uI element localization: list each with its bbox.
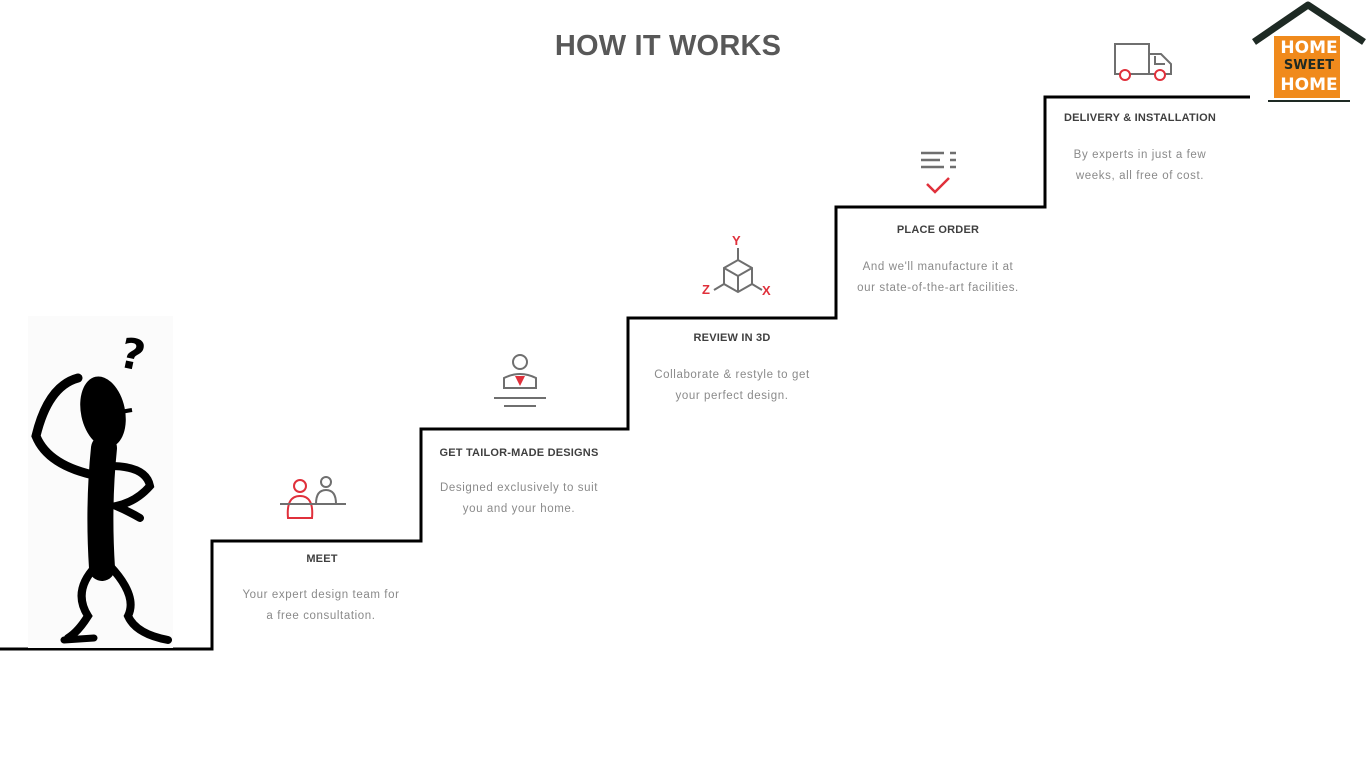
people-icon bbox=[280, 476, 346, 519]
axis-z-label: Z bbox=[702, 282, 710, 297]
step-title-order: PLACE ORDER bbox=[896, 224, 980, 236]
step-title-meet: MEET bbox=[306, 553, 338, 565]
logo-text-home: HOME bbox=[1280, 38, 1338, 58]
page-title: HOW IT WORKS bbox=[554, 30, 782, 62]
step-desc-review: Collaborate & restyle to get your perfec… bbox=[622, 365, 842, 407]
step-desc-line: our state-of-the-art facilities. bbox=[857, 282, 1019, 294]
axis-x-label: X bbox=[762, 283, 771, 298]
step-desc-line: you and your home. bbox=[462, 503, 576, 515]
step-desc-designs: Designed exclusively to suit you and you… bbox=[409, 478, 629, 520]
step-desc-line: Your expert design team for bbox=[242, 589, 400, 601]
step-desc-line: a free consultation. bbox=[266, 610, 376, 622]
step-desc-line: Collaborate & restyle to get bbox=[654, 369, 810, 381]
confused-stick-figure: ? bbox=[28, 316, 173, 648]
cube-3d-icon: Y Z X bbox=[702, 233, 771, 298]
step-desc-line: weeks, all free of cost. bbox=[1075, 170, 1205, 182]
step-desc-delivery: By experts in just a few weeks, all free… bbox=[1030, 145, 1250, 187]
truck-icon bbox=[1114, 43, 1172, 81]
home-sweet-home-logo bbox=[1252, 1, 1366, 102]
step-desc-line: Designed exclusively to suit bbox=[439, 482, 599, 494]
step-desc-line: And we'll manufacture it at bbox=[862, 261, 1014, 273]
step-title-review: REVIEW IN 3D bbox=[693, 332, 771, 344]
designer-icon bbox=[494, 354, 546, 407]
axis-y-label: Y bbox=[732, 233, 741, 248]
step-title-designs: GET TAILOR-MADE DESIGNS bbox=[439, 447, 599, 459]
logo-text-home-bottom: HOME bbox=[1280, 75, 1338, 95]
step-desc-order: And we'll manufacture it at our state-of… bbox=[828, 257, 1048, 299]
order-checklist-icon bbox=[921, 151, 956, 194]
step-desc-line: By experts in just a few bbox=[1073, 149, 1207, 161]
step-desc-meet: Your expert design team for a free consu… bbox=[211, 585, 431, 627]
step-desc-line: your perfect design. bbox=[675, 390, 789, 402]
step-title-delivery: DELIVERY & INSTALLATION bbox=[1063, 112, 1217, 124]
logo-text-sweet: SWEET bbox=[1283, 58, 1335, 73]
